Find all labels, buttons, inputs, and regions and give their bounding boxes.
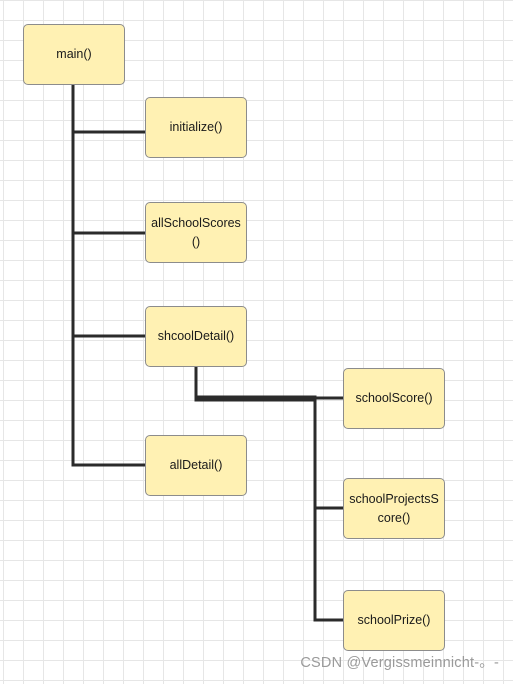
node-initialize-label: initialize()	[169, 120, 223, 134]
node-all-detail[interactable]: allDetail()	[145, 435, 247, 496]
node-school-projects-score-label: schoolProjectsScore()	[349, 491, 439, 525]
node-main-label: main()	[56, 47, 92, 61]
node-school-prize[interactable]: schoolPrize()	[343, 590, 445, 651]
node-main[interactable]: main()	[23, 24, 125, 85]
node-school-projects-score[interactable]: schoolProjectsScore()	[343, 478, 445, 539]
node-school-prize-label: schoolPrize()	[357, 613, 431, 627]
node-shcool-detail[interactable]: shcoolDetail()	[145, 306, 247, 367]
node-initialize[interactable]: initialize()	[145, 97, 247, 158]
node-all-detail-label: allDetail()	[169, 458, 223, 472]
node-school-score-label: schoolScore()	[355, 391, 433, 405]
node-all-school-scores[interactable]: allSchoolScores()	[145, 202, 247, 263]
node-school-score[interactable]: schoolScore()	[343, 368, 445, 429]
node-shcool-detail-label: shcoolDetail()	[157, 329, 235, 343]
node-all-school-scores-label: allSchoolScores()	[151, 215, 241, 249]
watermark: CSDN @Vergissmeinnicht-。-	[300, 655, 499, 671]
